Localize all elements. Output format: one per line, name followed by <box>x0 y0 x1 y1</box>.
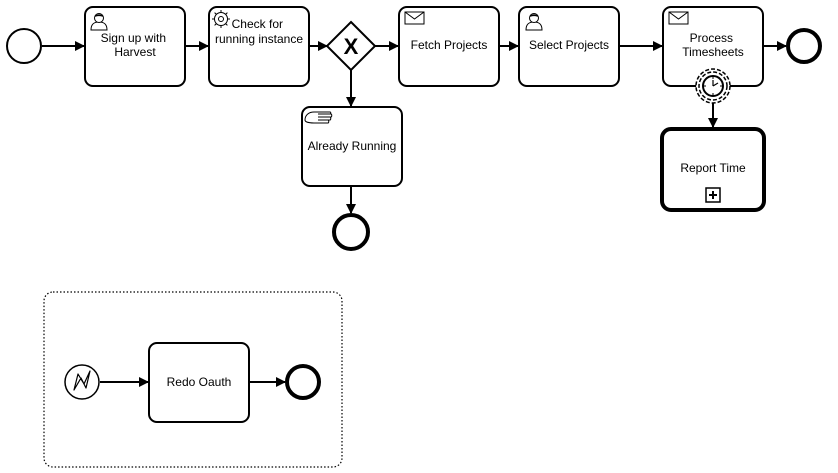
end-event-redo-oauth[interactable] <box>285 364 321 400</box>
svg-text:Process Timesheets: Process Timesheets <box>682 31 744 59</box>
task-sign-up-label-line2: Harvest <box>114 45 156 59</box>
svg-text:Check for running instan: Check for running instance <box>215 17 303 46</box>
timer-icon <box>702 75 724 97</box>
end-event-already-running[interactable] <box>332 213 370 251</box>
task-check-running[interactable]: Check for running instance <box>208 6 310 87</box>
task-process-timesheets-label-line2: Timesheets <box>682 45 744 59</box>
user-task-icon <box>525 13 543 31</box>
receive-task-icon <box>404 11 425 25</box>
start-event[interactable] <box>6 28 42 64</box>
event-subprocess[interactable]: Redo Oauth <box>43 291 343 468</box>
task-fetch-projects-label: Fetch Projects <box>411 38 488 52</box>
task-sign-up-label-line1: Sign up with <box>101 31 166 45</box>
task-process-timesheets-label-line1: Process <box>690 31 733 45</box>
subprocess-expand-icon[interactable] <box>705 187 721 203</box>
task-redo-oauth[interactable]: Redo Oauth <box>148 342 250 423</box>
subprocess-report-time[interactable]: Report Time <box>660 127 766 212</box>
task-fetch-projects[interactable]: Fetch Projects <box>398 6 500 87</box>
task-select-projects[interactable]: Select Projects <box>518 6 620 87</box>
task-already-running[interactable]: Already Running <box>301 106 403 187</box>
task-check-running-label-line1: Check for <box>232 17 283 31</box>
error-start-icon <box>73 370 91 391</box>
service-task-icon <box>212 10 230 28</box>
receive-task-icon <box>668 11 689 25</box>
gateway-x-marker: X <box>344 34 359 59</box>
task-sign-up[interactable]: Sign up with Harvest <box>84 6 186 87</box>
task-select-projects-label: Select Projects <box>529 38 609 52</box>
user-task-icon <box>90 13 108 31</box>
exclusive-gateway[interactable]: X <box>325 20 377 72</box>
end-event-main[interactable] <box>786 28 822 64</box>
timer-boundary-event[interactable] <box>695 68 731 104</box>
svg-text:Sign up with Harvest: Sign up with Harvest <box>101 31 170 59</box>
task-process-timesheets[interactable]: Process Timesheets <box>662 6 764 87</box>
subprocess-report-time-label: Report Time <box>680 161 746 175</box>
manual-task-icon <box>304 111 333 124</box>
task-redo-oauth-label: Redo Oauth <box>167 375 232 389</box>
error-start-event[interactable] <box>64 364 100 400</box>
task-already-running-label: Already Running <box>308 139 397 153</box>
task-check-running-label-line2: running instance <box>215 32 303 46</box>
